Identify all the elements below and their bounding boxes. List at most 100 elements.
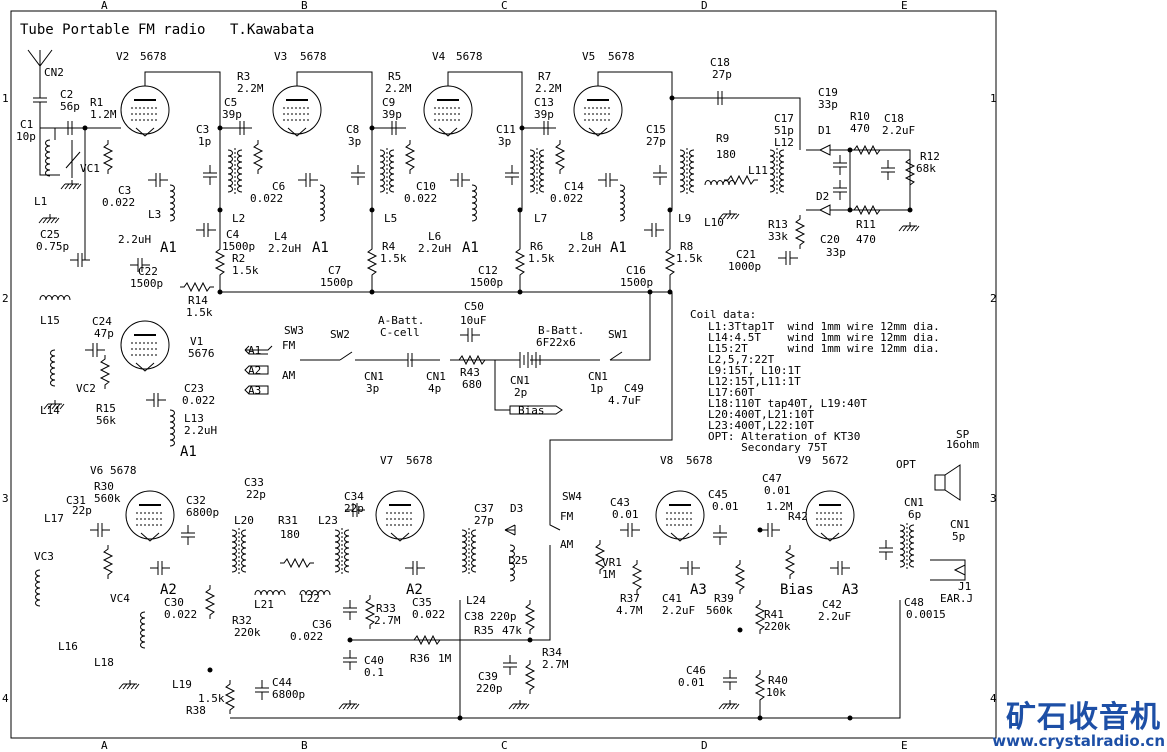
label-c31-value: 22p xyxy=(72,504,92,517)
label-c41-value: 2.2uF xyxy=(662,604,695,617)
v6-tube xyxy=(125,490,175,542)
port-bias xyxy=(509,405,563,415)
label-a2-2: A2 xyxy=(406,582,423,598)
label-sw2: SW2 xyxy=(330,328,350,341)
label-c47: C47 xyxy=(762,472,782,485)
label-c21: C21 xyxy=(736,248,756,261)
l15-symbol xyxy=(39,295,71,301)
label-j1: J1 xyxy=(958,580,971,593)
port-a3-label: A3 xyxy=(248,384,261,397)
label-c43-value: 0.01 xyxy=(612,508,639,521)
c-tuning xyxy=(652,164,668,186)
c2-symbol xyxy=(32,89,48,111)
label-r40: R40 xyxy=(768,674,788,687)
grid-col-e-bottom: E xyxy=(901,739,908,752)
label-c22-value: 1500p xyxy=(130,277,163,290)
c43-symbol xyxy=(619,522,641,538)
label-sp-value: 16ohm xyxy=(946,438,979,451)
label-cn1-3p-value: 3p xyxy=(366,382,379,395)
label-v4: V4 xyxy=(432,50,446,63)
label-l25: L25 xyxy=(508,554,528,567)
grid-col-d-top: D xyxy=(701,0,708,12)
port-bias-label: Bias xyxy=(518,404,545,417)
v2-tube xyxy=(120,85,170,137)
label-r15-value: 56k xyxy=(96,414,116,427)
label-c37: C37 xyxy=(474,502,494,515)
c10-symbol xyxy=(449,172,471,188)
label-c36: C36 xyxy=(312,618,332,631)
label-a3-1: A3 xyxy=(690,582,707,598)
c-tuning xyxy=(350,164,366,186)
label-sw4: SW4 xyxy=(562,490,582,503)
label-r37: R37 xyxy=(620,592,640,605)
label-v3-type: 5678 xyxy=(300,50,327,63)
coil-data-line: L9:15T, L10:1T xyxy=(708,364,801,377)
label-cn1-1p-value: 1p xyxy=(590,382,603,395)
schematic-title: Tube Portable FM radio xyxy=(20,22,205,38)
grid-row-2-left: 2 xyxy=(2,292,9,305)
label-a2-1: A2 xyxy=(160,582,177,598)
r38-symbol xyxy=(225,679,235,715)
label-r33: R33 xyxy=(376,602,396,615)
label-vc2: VC2 xyxy=(76,382,96,395)
gnd-symbol xyxy=(338,699,360,710)
label-l3-value: 2.2uH xyxy=(118,233,151,246)
coil-data-line: L17:60T xyxy=(708,386,755,399)
label-a3-2: A3 xyxy=(842,582,859,598)
label-r12: R12 xyxy=(920,150,940,163)
grid-col-c-top: C xyxy=(501,0,508,12)
grid-labels: A B C D E A B C D E 1 2 3 4 1 2 3 4 xyxy=(2,0,997,752)
watermark-logo-text: 矿石收音机 xyxy=(1006,700,1161,735)
l6-symbol xyxy=(471,184,477,222)
label-c25-value: 0.75p xyxy=(36,240,69,253)
am-audio-section xyxy=(35,292,966,719)
label-r11: R11 xyxy=(856,218,876,231)
coil-data-line: OPT: Alteration of KT30 xyxy=(708,430,860,443)
c45-symbol xyxy=(712,524,728,546)
speaker-symbol xyxy=(934,464,961,501)
c40-symbol xyxy=(342,649,358,671)
coil-data-line: L14:4.5T wind 1mm wire 12mm dia. xyxy=(708,331,940,344)
c21-symbol xyxy=(777,250,799,266)
grid-row-2-right: 2 xyxy=(990,292,997,305)
c39-symbol xyxy=(502,654,518,676)
r3-symbol xyxy=(253,139,263,175)
grid-col-b-top: B xyxy=(301,0,308,12)
label-r9-value: 180 xyxy=(716,148,736,161)
label-v1-type: 5676 xyxy=(188,347,215,360)
label-l13: L13 xyxy=(184,412,204,425)
label-r7-value: 2.2M xyxy=(535,82,562,95)
label-v8-type: 5678 xyxy=(686,454,713,467)
gnd-symbol xyxy=(718,699,740,710)
label-c9-value: 39p xyxy=(382,108,402,121)
label-l4: L4 xyxy=(274,230,288,243)
label-c35-value: 0.022 xyxy=(412,608,445,621)
label-c37-value: 27p xyxy=(474,514,494,527)
label-l13-value: 2.2uH xyxy=(184,424,217,437)
c-tuning xyxy=(202,164,218,186)
label-l3: L3 xyxy=(148,208,161,221)
r31-symbol xyxy=(279,558,315,568)
c42-symbol xyxy=(829,560,851,576)
label-earj: EAR.J xyxy=(940,592,973,605)
label-c35: C35 xyxy=(412,596,432,609)
label-c48-value: 0.0015 xyxy=(906,608,946,621)
v8-tube xyxy=(655,490,705,542)
label-c7: C7 xyxy=(328,264,341,277)
label-v5: V5 xyxy=(582,50,595,63)
label-a1-3: A1 xyxy=(462,240,479,256)
label-c17: C17 xyxy=(774,112,794,125)
label-r39-value: 560k xyxy=(706,604,733,617)
c36-symbol xyxy=(342,599,358,621)
label-cn1-2p-value: 2p xyxy=(514,386,527,399)
label-a1-2: A1 xyxy=(312,240,329,256)
label-r35-value: 47k xyxy=(502,624,522,637)
label-v2: V2 xyxy=(116,50,129,63)
label-r9: R9 xyxy=(716,132,729,145)
gnd-symbol xyxy=(508,699,530,710)
coil-data-line: L1:3Ttap1T wind 1mm wire 12mm dia. xyxy=(708,320,940,333)
label-l4-value: 2.2uH xyxy=(268,242,301,255)
label-r14-value: 1.5k xyxy=(186,306,213,319)
label-r2-value: 1.5k xyxy=(232,264,259,277)
v9-tube xyxy=(805,490,855,542)
